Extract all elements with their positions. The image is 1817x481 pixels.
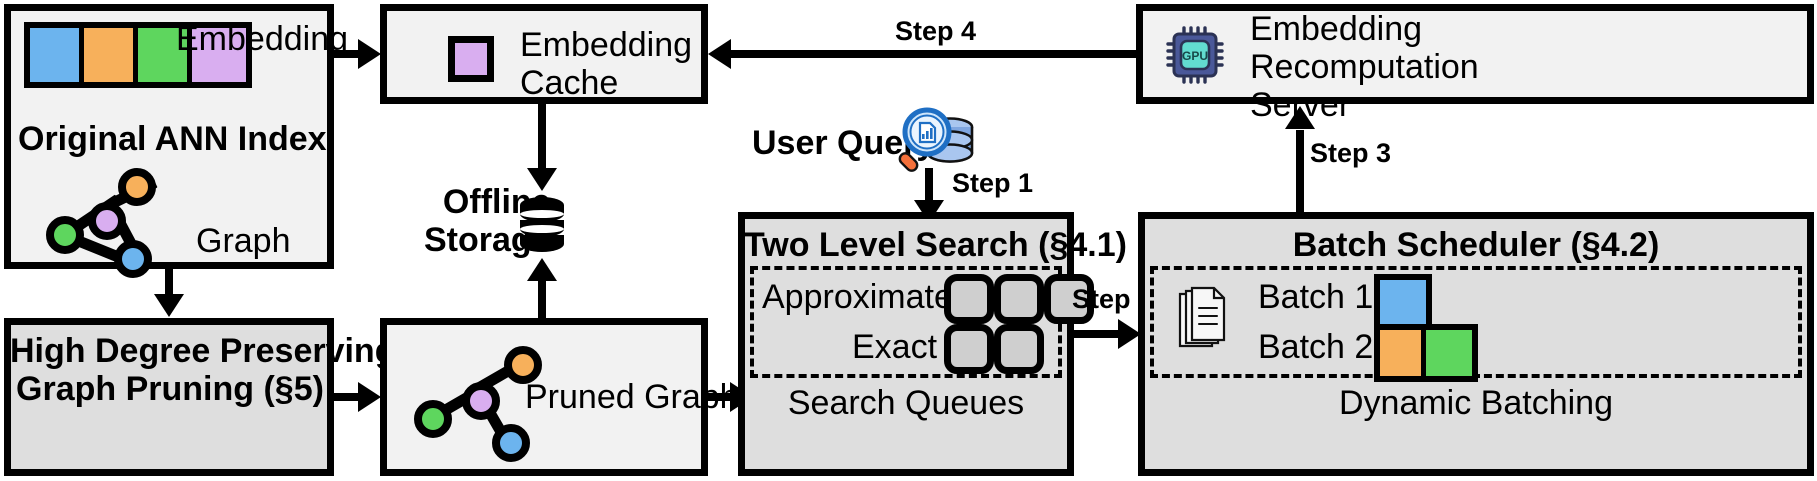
graph-label: Graph	[196, 222, 291, 260]
pruned-graph	[400, 338, 550, 462]
arrow-step3-head	[1285, 106, 1315, 129]
graph-node-blue	[492, 424, 530, 462]
high-degree-pruning-box	[4, 318, 334, 476]
arrow-step4-head	[708, 39, 731, 69]
magnifier-database-icon	[898, 104, 974, 176]
arrow-pruned-to-search-line	[708, 393, 738, 401]
batch2-label: Batch 2	[1258, 328, 1374, 366]
graph-node-blue	[114, 240, 152, 278]
batch-swatch-blue	[1380, 280, 1426, 326]
arrow-ann-to-pruning-line	[165, 269, 173, 299]
queue-block	[944, 324, 994, 374]
queue-block	[994, 274, 1044, 324]
step4-label: Step 4	[895, 16, 977, 46]
graph-node-green	[46, 216, 84, 254]
step3-label: Step 3	[1310, 138, 1392, 168]
gpu-chip-icon: GPU	[1164, 24, 1226, 86]
arrow-step3-line	[1296, 130, 1304, 212]
step1-label: Step 1	[952, 168, 1034, 198]
embedding-recomputation-server-title: Embedding Recomputation Server	[1250, 10, 1479, 125]
arrow-pruning-to-pruned-line	[334, 393, 364, 401]
exact-row-label: Exact	[852, 328, 938, 366]
arrow-pruned-to-storage-head	[527, 258, 557, 281]
arrow-step2-line	[1074, 330, 1126, 338]
queue-block	[994, 324, 1044, 374]
arrow-cache-to-storage-head	[527, 168, 557, 191]
svg-text:GPU: GPU	[1182, 49, 1208, 63]
batch-swatch-green	[1426, 330, 1472, 376]
arrow-ann-to-cache-line	[334, 50, 364, 58]
embedding-cell-purple	[192, 28, 246, 82]
embedding-cell-orange	[84, 28, 138, 82]
database-cylinder-icon	[518, 196, 566, 254]
embedding-cache-swatch	[448, 36, 494, 82]
arrow-step1-line	[925, 168, 933, 210]
embedding-cell-blue	[30, 28, 84, 82]
embedding-cache-box	[380, 4, 708, 104]
graph-node-orange	[504, 346, 542, 384]
batch-swatch-orange	[1380, 330, 1426, 376]
arrow-pruned-to-storage-line	[538, 272, 546, 330]
embedding-label: Embedding	[176, 20, 349, 58]
embedding-cell-green	[138, 28, 192, 82]
arrow-cache-to-storage-line	[538, 104, 546, 176]
arrow-ann-to-cache-head	[358, 39, 381, 69]
batch1-swatches	[1374, 274, 1432, 332]
graph-node-purple	[88, 202, 126, 240]
embedding-cache-title: Embedding Cache	[520, 26, 693, 103]
dynamic-batching-footer: Dynamic Batching	[1338, 384, 1613, 422]
batch2-swatches	[1374, 324, 1478, 382]
pruned-graph-title: Pruned Graph	[525, 378, 739, 416]
arrow-ann-to-pruning-head	[154, 294, 184, 317]
approximate-queue-blocks	[944, 274, 1094, 324]
approximate-row-label: Approximate	[762, 278, 953, 316]
documents-stack-icon	[1176, 286, 1234, 354]
search-queues-footer: Search Queues	[787, 384, 1025, 422]
exact-queue-blocks	[944, 324, 1044, 374]
original-ann-index-title: Original ANN Index	[18, 120, 327, 158]
high-degree-pruning-title: High Degree Preserving Graph Pruning (§5…	[10, 332, 396, 409]
queue-block	[944, 274, 994, 324]
embedding-strip	[24, 22, 252, 88]
arrow-step4-line	[728, 50, 1136, 58]
original-graph	[30, 168, 180, 278]
pruned-graph-box	[380, 318, 708, 476]
arrow-step2-head	[1118, 319, 1141, 349]
batch-scheduler-title: Batch Scheduler (§4.2)	[1292, 226, 1660, 264]
graph-node-purple	[462, 382, 500, 420]
batch1-label: Batch 1	[1258, 278, 1374, 316]
queue-block	[1044, 274, 1094, 324]
graph-node-green	[414, 400, 452, 438]
graph-node-orange	[118, 168, 156, 206]
arrow-pruning-to-pruned-head	[358, 382, 381, 412]
embedding-recomputation-server-box	[1136, 4, 1814, 104]
two-level-search-title: Two Level Search (§4.1)	[744, 226, 1127, 264]
